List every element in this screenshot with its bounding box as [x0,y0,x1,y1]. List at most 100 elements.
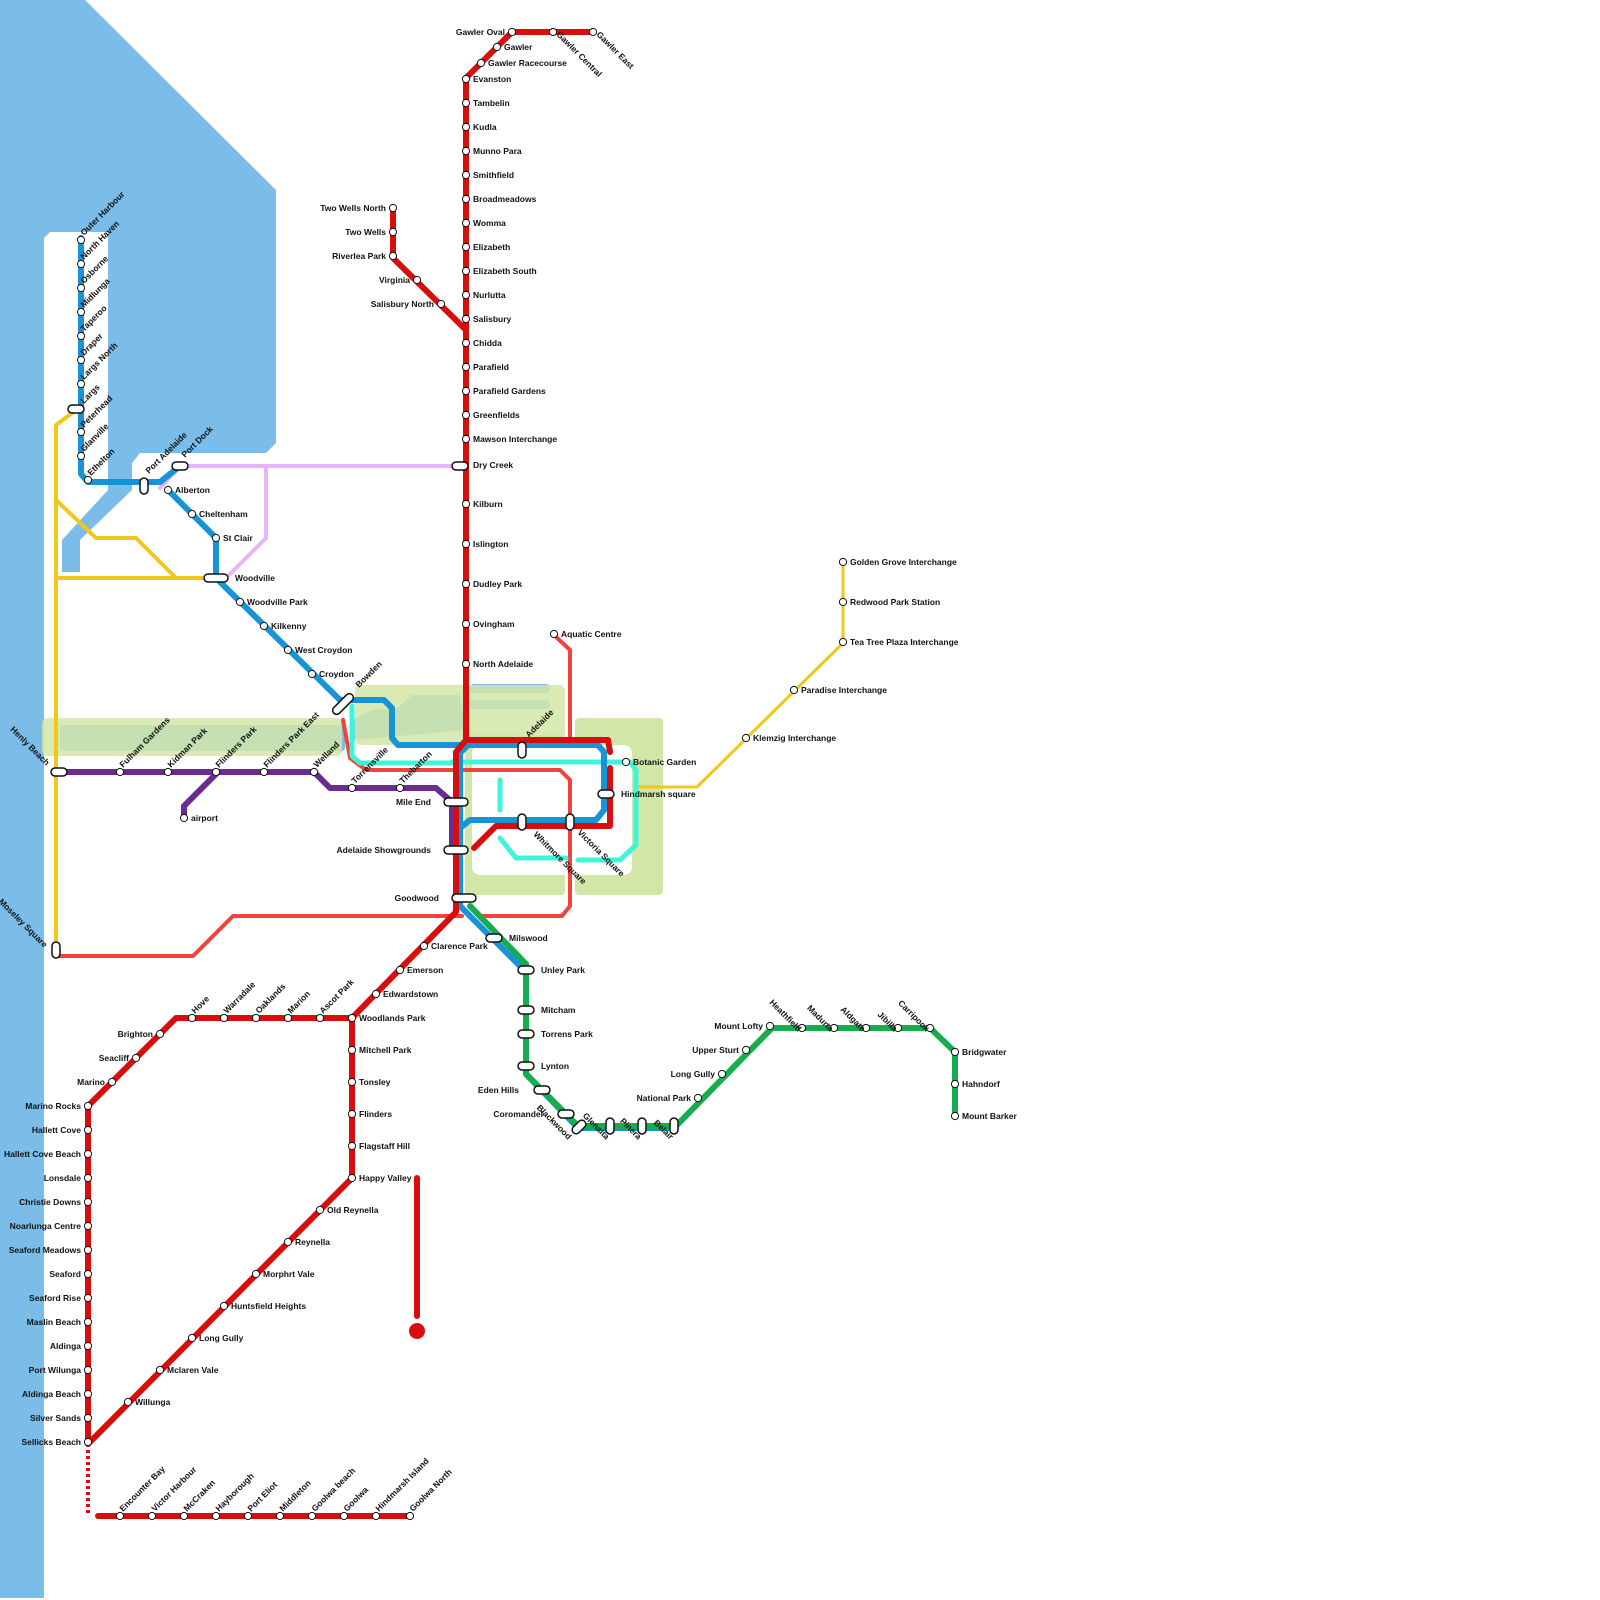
station-north-adelaide[interactable] [461,659,471,669]
station-greenfields[interactable] [461,410,471,420]
interchange-pinera[interactable] [637,1117,647,1135]
station-parafield[interactable] [461,362,471,372]
interchange-moseley-square[interactable] [51,941,61,959]
station-outer-harbour[interactable] [76,235,86,245]
station-osborne[interactable] [76,283,86,293]
station-elizabeth-south[interactable] [461,266,471,276]
station-port-wilunga[interactable] [83,1365,93,1375]
station-emerson[interactable] [395,965,405,975]
station-old-reynella[interactable] [315,1205,325,1215]
station-redwood-park[interactable] [838,597,848,607]
station-tonsley[interactable] [347,1077,357,1087]
station-golden-grove[interactable] [838,557,848,567]
station-woodlands-park[interactable] [347,1013,357,1023]
station-maslin-beach[interactable] [83,1317,93,1327]
station-goolwa[interactable] [339,1511,349,1521]
station-gawler-oval[interactable] [507,27,517,37]
station-ethelton[interactable] [83,475,93,485]
station-mount-lofty[interactable] [765,1021,775,1031]
station-clarence-park[interactable] [419,941,429,951]
station-marion[interactable] [283,1013,293,1023]
station-silver-sands[interactable] [83,1413,93,1423]
station-smithfield[interactable] [461,170,471,180]
station-kilburn[interactable] [461,499,471,509]
station-aldinga[interactable] [83,1341,93,1351]
station-bridgwater[interactable] [950,1047,960,1057]
interchange-blackwood[interactable] [571,1119,588,1136]
station-peterhead[interactable] [76,427,86,437]
station-kudla[interactable] [461,122,471,132]
station-oaklands[interactable] [251,1013,261,1023]
station-reynella[interactable] [283,1237,293,1247]
station-edwardstown[interactable] [371,989,381,999]
station-north-haven[interactable] [76,259,86,269]
interchange-coromandel[interactable] [557,1109,575,1119]
station-mawson-interchange[interactable] [461,434,471,444]
station-gawler-racecourse[interactable] [476,58,486,68]
station-womma[interactable] [461,218,471,228]
station-long-gully-hills[interactable] [717,1069,727,1079]
station-largs-north[interactable] [76,379,86,389]
station-kilkenny[interactable] [259,621,269,631]
station-flinders-park-east[interactable] [259,767,269,777]
interchange-largs[interactable] [67,404,85,414]
station-two-wells-north[interactable] [388,203,398,213]
station-gawler-central[interactable] [548,27,558,37]
station-hayborough[interactable] [211,1511,221,1521]
station-alberton[interactable] [163,485,173,495]
station-chidda[interactable] [461,338,471,348]
station-torrensville[interactable] [347,783,357,793]
station-croydon[interactable] [307,669,317,679]
interchange-milswood[interactable] [485,933,503,943]
station-salisbury[interactable] [461,314,471,324]
interchange-glenalta[interactable] [605,1117,615,1135]
station-tea-tree-plaza[interactable] [838,637,848,647]
station-st-clair[interactable] [211,533,221,543]
station-flinders-park[interactable] [211,767,221,777]
station-airport[interactable] [179,813,189,823]
station-kidman-park[interactable] [163,767,173,777]
station-flinders[interactable] [347,1109,357,1119]
station-heathfield[interactable] [797,1023,807,1033]
station-gawler[interactable] [492,42,502,52]
station-klemzig[interactable] [741,733,751,743]
station-hallett-cove-beach[interactable] [83,1149,93,1159]
station-paradise[interactable] [789,685,799,695]
station-evanston[interactable] [461,74,471,84]
station-marino[interactable] [107,1077,117,1087]
station-parafield-gardens[interactable] [461,386,471,396]
station-morphrt-vale[interactable] [251,1269,261,1279]
interchange-eden-hills[interactable] [533,1085,551,1095]
station-mccraken[interactable] [179,1511,189,1521]
station-dudley-park[interactable] [461,579,471,589]
station-happy-valley[interactable] [347,1173,357,1183]
station-aldinga-beach[interactable] [83,1389,93,1399]
station-middleton[interactable] [275,1511,285,1521]
station-warradale[interactable] [219,1013,229,1023]
station-mount-barker[interactable] [950,1111,960,1121]
interchange-victoria-square[interactable] [565,813,575,831]
station-draper[interactable] [76,355,86,365]
station-upper-sturt[interactable] [741,1045,751,1055]
station-goolwa-beach[interactable] [307,1511,317,1521]
station-hove[interactable] [187,1013,197,1023]
station-glanville[interactable] [76,451,86,461]
station-thebarton[interactable] [395,783,405,793]
station-hallett-cove[interactable] [83,1125,93,1135]
station-welland[interactable] [309,767,319,777]
station-ascot-park[interactable] [315,1013,325,1023]
station-flagstaff-hill[interactable] [347,1141,357,1151]
interchange-dry-creek[interactable] [451,461,469,471]
station-seaford-rise[interactable] [83,1293,93,1303]
interchange-whitmore-square[interactable] [517,813,527,831]
station-botanic-garden[interactable] [621,757,631,767]
station-west-croydon[interactable] [283,645,293,655]
station-aquatic-centre[interactable] [549,629,559,639]
station-aldgate[interactable] [861,1023,871,1033]
station-two-wells[interactable] [388,227,398,237]
interchange-henly-beach[interactable] [50,767,68,777]
station-mitchell-park[interactable] [347,1045,357,1055]
station-seaford-meadows[interactable] [83,1245,93,1255]
interchange-mile-end[interactable] [443,797,469,807]
station-sellicks-beach[interactable] [83,1437,93,1447]
